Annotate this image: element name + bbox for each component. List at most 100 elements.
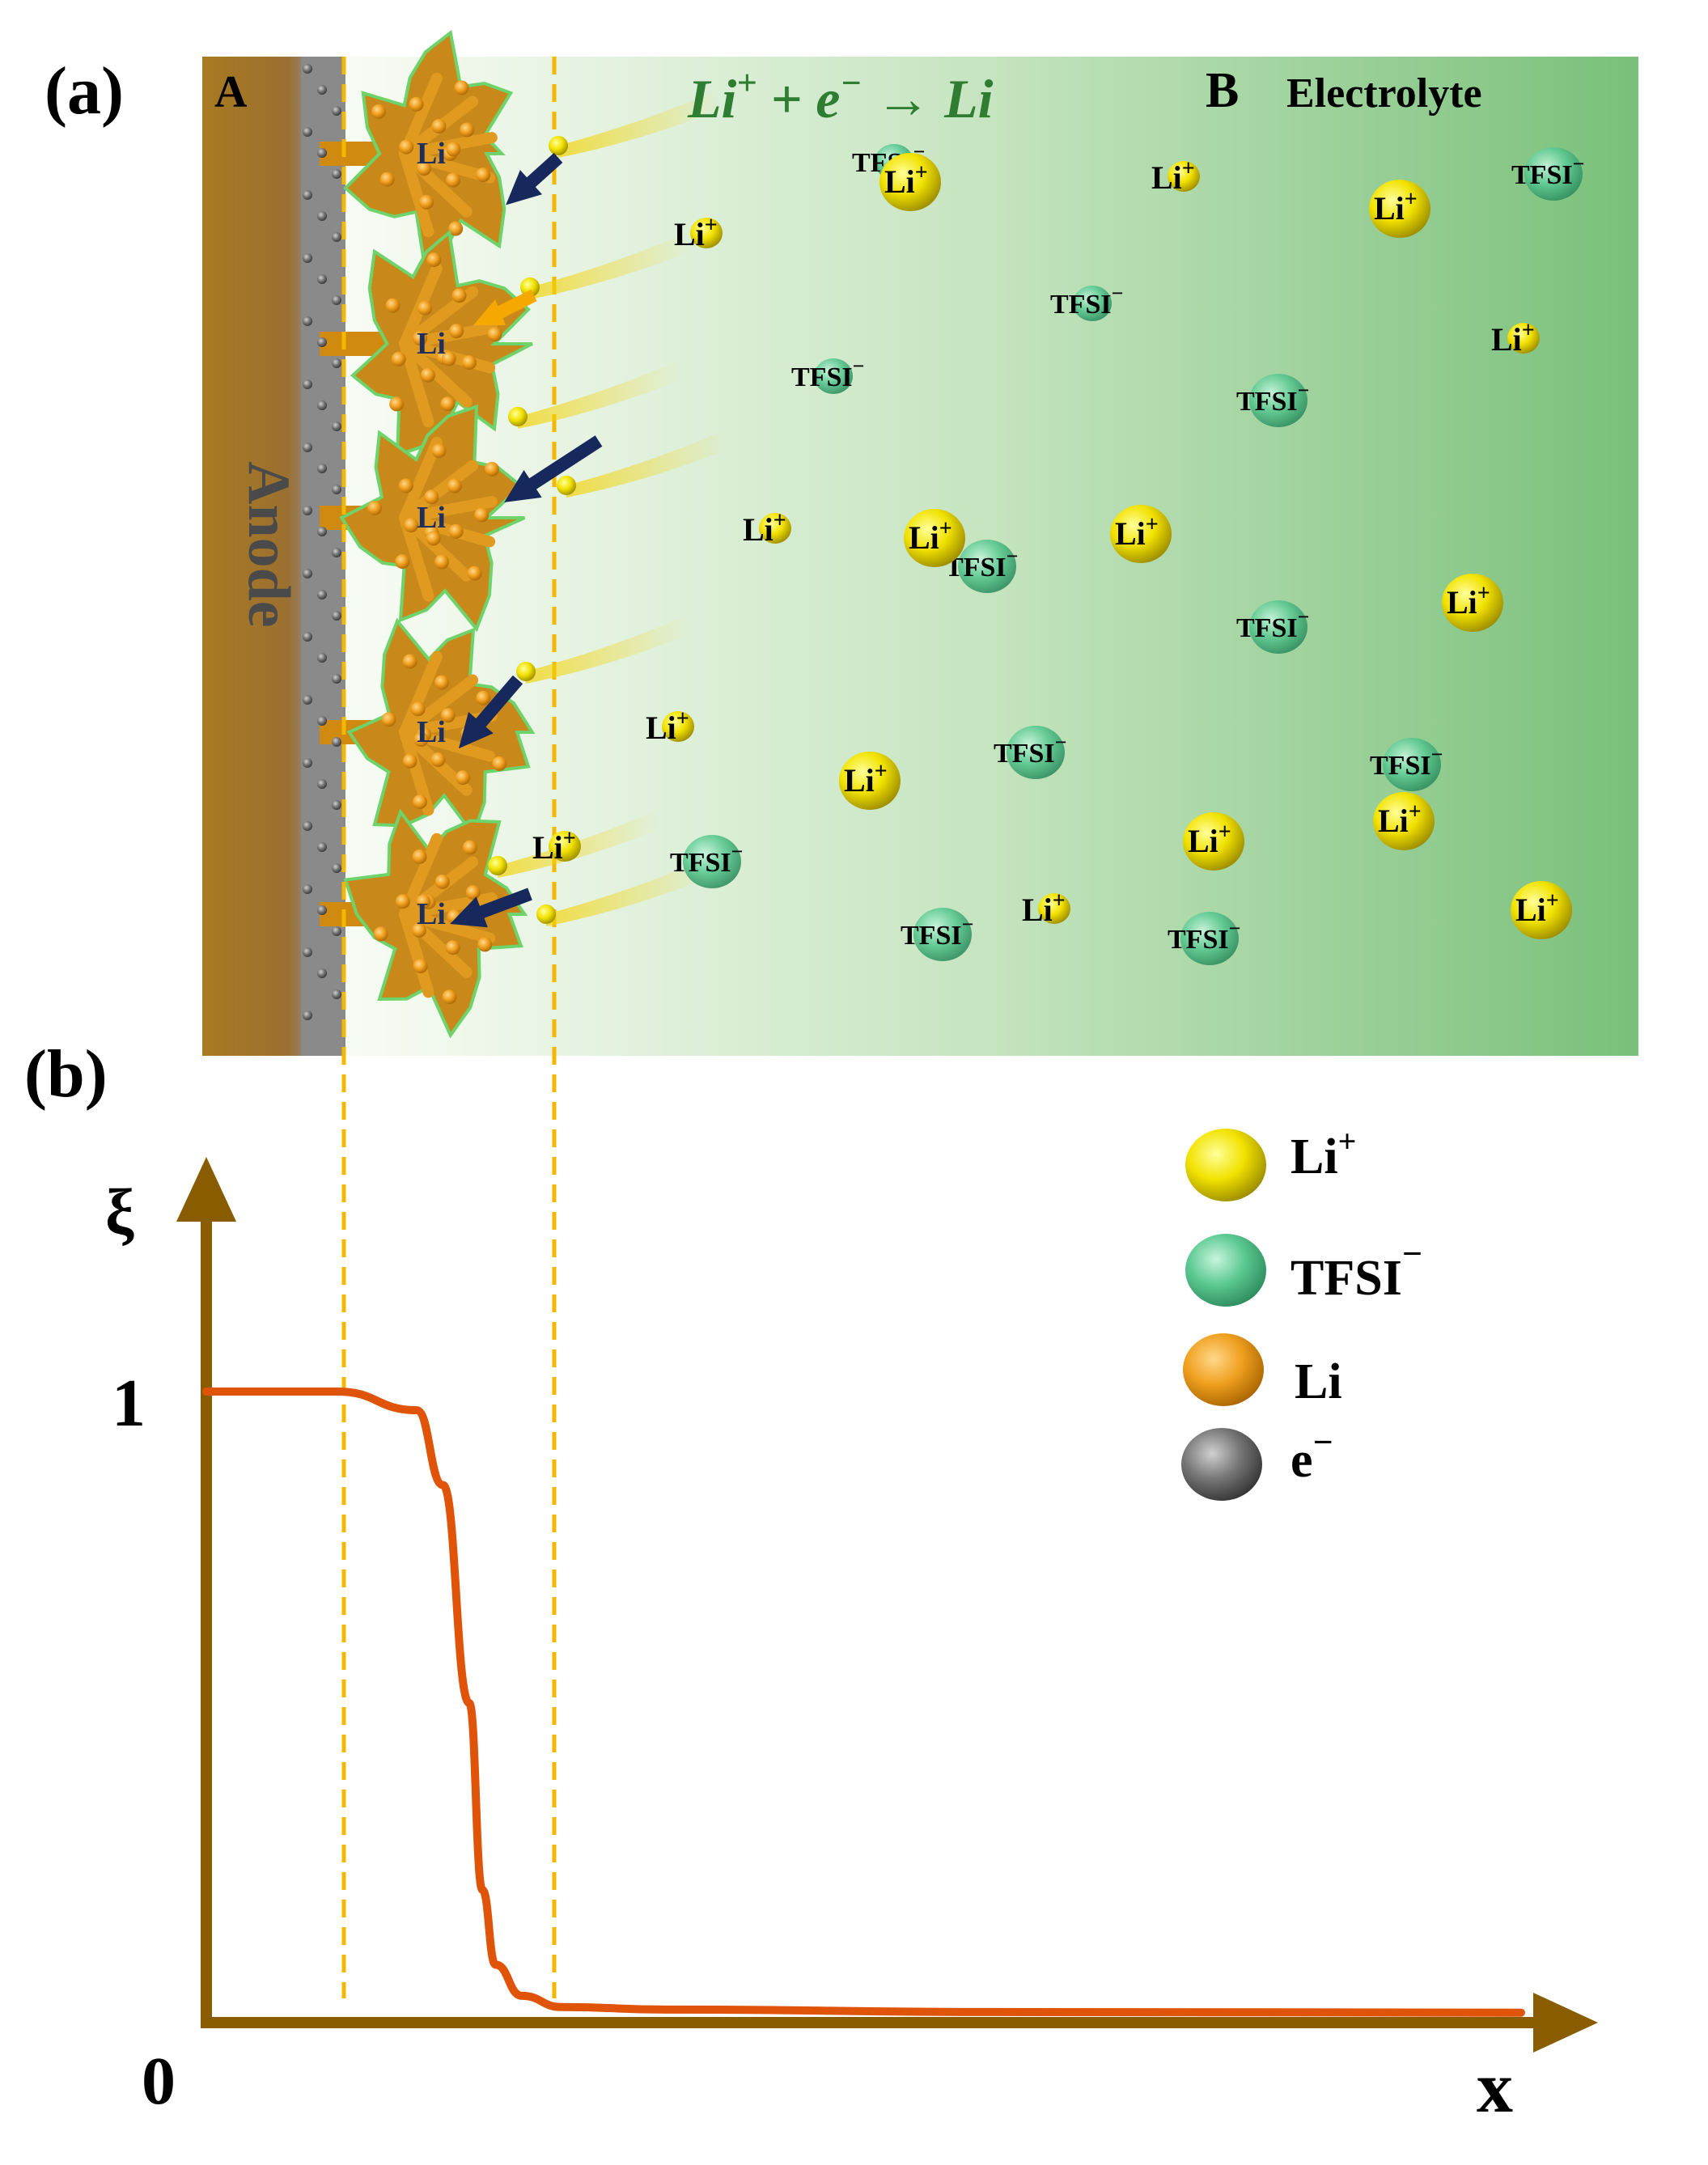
dendrite-branch: [399, 496, 498, 523]
tfsi-ion: TFSI−: [791, 354, 864, 394]
li-atom: [477, 937, 493, 952]
electron: [332, 548, 341, 557]
svg-text:TFSI−: TFSI−: [791, 354, 864, 392]
migrating-li-ion: [516, 662, 536, 681]
dendrite-branch: [399, 460, 479, 523]
li-atom: [441, 351, 456, 366]
electron: [332, 169, 341, 179]
svg-text:TFSI−: TFSI−: [1511, 152, 1584, 190]
reaction-equation: Li+ + e− → Li: [687, 63, 994, 129]
dendrite-branch: [399, 512, 496, 548]
electron: [332, 800, 341, 810]
dendrite: Li: [320, 617, 536, 838]
li-ion: Li+: [1151, 156, 1200, 196]
li-ion: Li+: [743, 508, 791, 548]
electron: [317, 400, 327, 410]
li-atom: [379, 172, 395, 187]
dendrite-li-label: Li: [417, 715, 446, 749]
svg-text:TFSI−: TFSI−: [994, 731, 1066, 769]
svg-text:Li+: Li+: [1188, 820, 1231, 859]
tfsi-ion: TFSI−: [994, 726, 1066, 779]
li-atom: [447, 478, 462, 494]
li-atom: [395, 554, 410, 570]
li-ion: Li+: [646, 706, 694, 746]
electron: [317, 716, 327, 726]
ion-trail: [546, 858, 708, 926]
electron: [332, 295, 341, 305]
panel-b: (b) ξ 1 0 x Li+ TFSI− Li: [24, 1036, 1598, 2128]
legend-li-metal-text: Li: [1295, 1354, 1342, 1409]
electron: [317, 653, 327, 663]
svg-text:TFSI−: TFSI−: [1050, 282, 1123, 320]
electron: [332, 106, 341, 116]
li-atom: [446, 142, 461, 157]
li-atom: [371, 104, 386, 119]
li-atom: [367, 500, 382, 515]
li-atom: [448, 523, 464, 539]
li-atom: [460, 122, 475, 138]
electron: [303, 379, 312, 389]
li-atom: [389, 396, 405, 412]
svg-text:Li+: Li+: [532, 826, 576, 866]
dendrite: Li: [320, 29, 514, 269]
electron: [317, 337, 327, 347]
svg-text:Li+: Li+: [1291, 1123, 1356, 1184]
li-atom: [417, 161, 432, 176]
li-ion: Li+: [904, 509, 965, 567]
migrating-li-ion: [520, 278, 540, 297]
migrating-li-ion: [536, 905, 556, 924]
li-atom: [445, 940, 460, 955]
dendrite-branch: [399, 338, 434, 428]
li-ion: Li+: [532, 826, 581, 866]
legend-item-li-ion: Li+: [1185, 1123, 1356, 1201]
li-atom: [446, 172, 460, 188]
li-ion: Li+: [1022, 888, 1070, 928]
dendrite-branch: [399, 650, 443, 738]
svg-text:Li+: Li+: [743, 508, 786, 548]
li-atom: [381, 712, 396, 727]
electron: [332, 926, 341, 936]
legend-li-ion-text: Li: [1291, 1129, 1338, 1184]
orange-arrow-icon: [473, 289, 537, 325]
li-ion: Li+: [1491, 318, 1540, 358]
li-atom: [487, 327, 502, 342]
li-ion: Li+: [674, 213, 723, 252]
svg-text:Li+: Li+: [844, 759, 888, 799]
electron: [303, 695, 312, 705]
tfsi-ion: TFSI−: [945, 540, 1018, 593]
li-atom: [442, 989, 457, 1005]
tfsi-ion: TFSI−: [1050, 282, 1123, 321]
li-ion: Li+: [1369, 180, 1430, 238]
electron: [303, 443, 312, 452]
electron: [303, 884, 312, 894]
svg-text:Li+: Li+: [1378, 799, 1422, 839]
arrow-icon: [504, 435, 603, 502]
tfsi-ion: TFSI−: [1236, 600, 1309, 654]
li-ion: Li+: [1373, 792, 1435, 850]
li-atom: [474, 507, 490, 523]
electron: [317, 85, 327, 95]
electron: [303, 506, 312, 515]
electron: [303, 316, 312, 326]
electron: [303, 947, 312, 957]
li-atom: [412, 849, 427, 864]
dendrite-branch: [399, 338, 473, 408]
electron: [332, 674, 341, 684]
li-metal-swatch: [1183, 1333, 1264, 1406]
li-atom: [426, 252, 442, 268]
li-atom: [451, 288, 467, 303]
legend-item-electron: e−: [1181, 1422, 1333, 1501]
dendrite: Li: [320, 808, 528, 1039]
dendrite-branch: [399, 909, 434, 998]
svg-text:TFSI−: TFSI−: [670, 840, 743, 878]
li-atom: [416, 894, 431, 909]
li-atom: [411, 922, 426, 938]
tfsi-ion: TFSI−: [1168, 912, 1240, 965]
legend-item-li-metal: Li: [1183, 1333, 1342, 1409]
ion-trail: [566, 429, 728, 498]
svg-text:Li+: Li+: [1374, 187, 1418, 227]
dendrite-branch: [399, 856, 479, 920]
electron: [303, 632, 312, 642]
